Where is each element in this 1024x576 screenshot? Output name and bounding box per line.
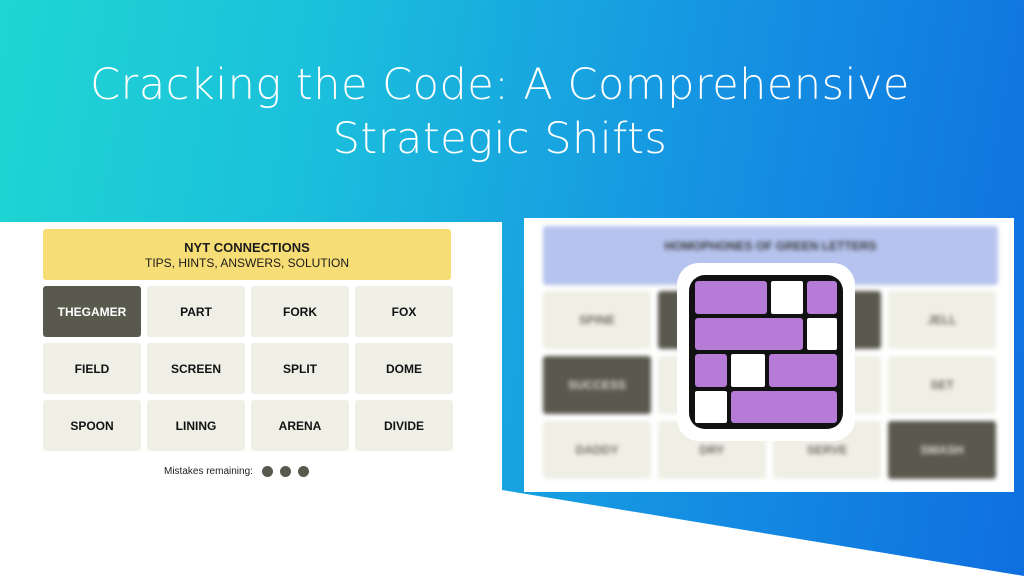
word-tile[interactable]: DIVIDE [355,400,453,451]
word-tile[interactable]: SET [888,356,996,414]
title-line-2: Strategic Shifts [332,114,668,164]
word-tile[interactable]: JELL [888,291,996,349]
mistake-dot [297,466,309,477]
word-tile[interactable]: THEGAMER [43,286,141,337]
right-puzzle-header: HOMOPHONES OF GREEN LETTERS [543,226,998,285]
left-header-subtitle: TIPS, HINTS, ANSWERS, SOLUTION [144,256,350,270]
title-line-1: Cracking the Code: A Comprehensive [90,60,910,110]
word-tile[interactable]: DADDY [543,421,651,479]
connections-logo-icon [677,263,855,441]
word-tile[interactable]: PART [147,286,245,337]
word-tile[interactable]: LINING [147,400,245,451]
word-tile[interactable]: SPINE [543,291,651,349]
word-tile[interactable]: DOME [355,343,453,394]
left-puzzle-grid: THEGAMER PART FORK FOX FIELD SCREEN SPLI… [43,286,453,451]
page-title: Cracking the Code: A Comprehensive Strat… [0,58,1000,166]
word-tile[interactable]: SPOON [43,400,141,451]
word-tile[interactable]: SPLIT [251,343,349,394]
word-tile[interactable]: FORK [251,286,349,337]
word-tile[interactable]: SCREEN [147,343,245,394]
word-tile[interactable]: SUCCESS [543,356,651,414]
word-tile[interactable]: ARENA [251,400,349,451]
mistake-dot [279,466,291,477]
mistakes-indicator: Mistakes remaining: [164,466,309,477]
connections-logo-svg [683,269,849,435]
left-puzzle-header: NYT CONNECTIONS TIPS, HINTS, ANSWERS, SO… [43,229,451,280]
right-header-title: HOMOPHONES OF GREEN LETTERS [664,239,877,253]
word-tile[interactable]: FOX [355,286,453,337]
mistake-dot [261,466,273,477]
left-header-title: NYT CONNECTIONS [184,240,310,255]
mistakes-label: Mistakes remaining: [164,466,253,477]
word-tile[interactable]: FIELD [43,343,141,394]
word-tile[interactable]: SMASH [888,421,996,479]
